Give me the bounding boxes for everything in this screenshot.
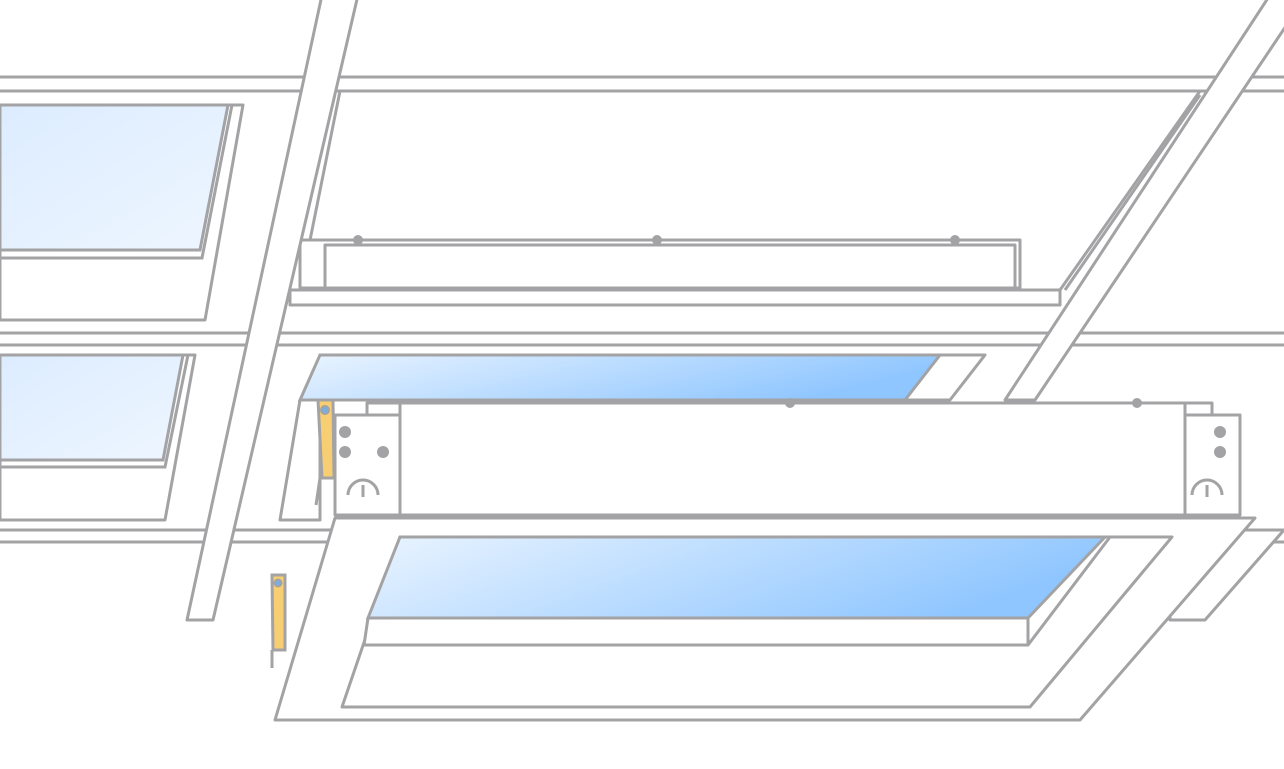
top-center-window [288, 89, 1202, 307]
middle-center-window [278, 353, 987, 522]
vertical-beam [185, 0, 359, 622]
yellow-brackets [270, 398, 336, 668]
middle-left-window [0, 353, 197, 522]
window-motor-unit [333, 398, 1242, 517]
diagonal-beam [1003, 0, 1284, 402]
top-left-window [0, 103, 245, 322]
open-window [273, 516, 1257, 722]
